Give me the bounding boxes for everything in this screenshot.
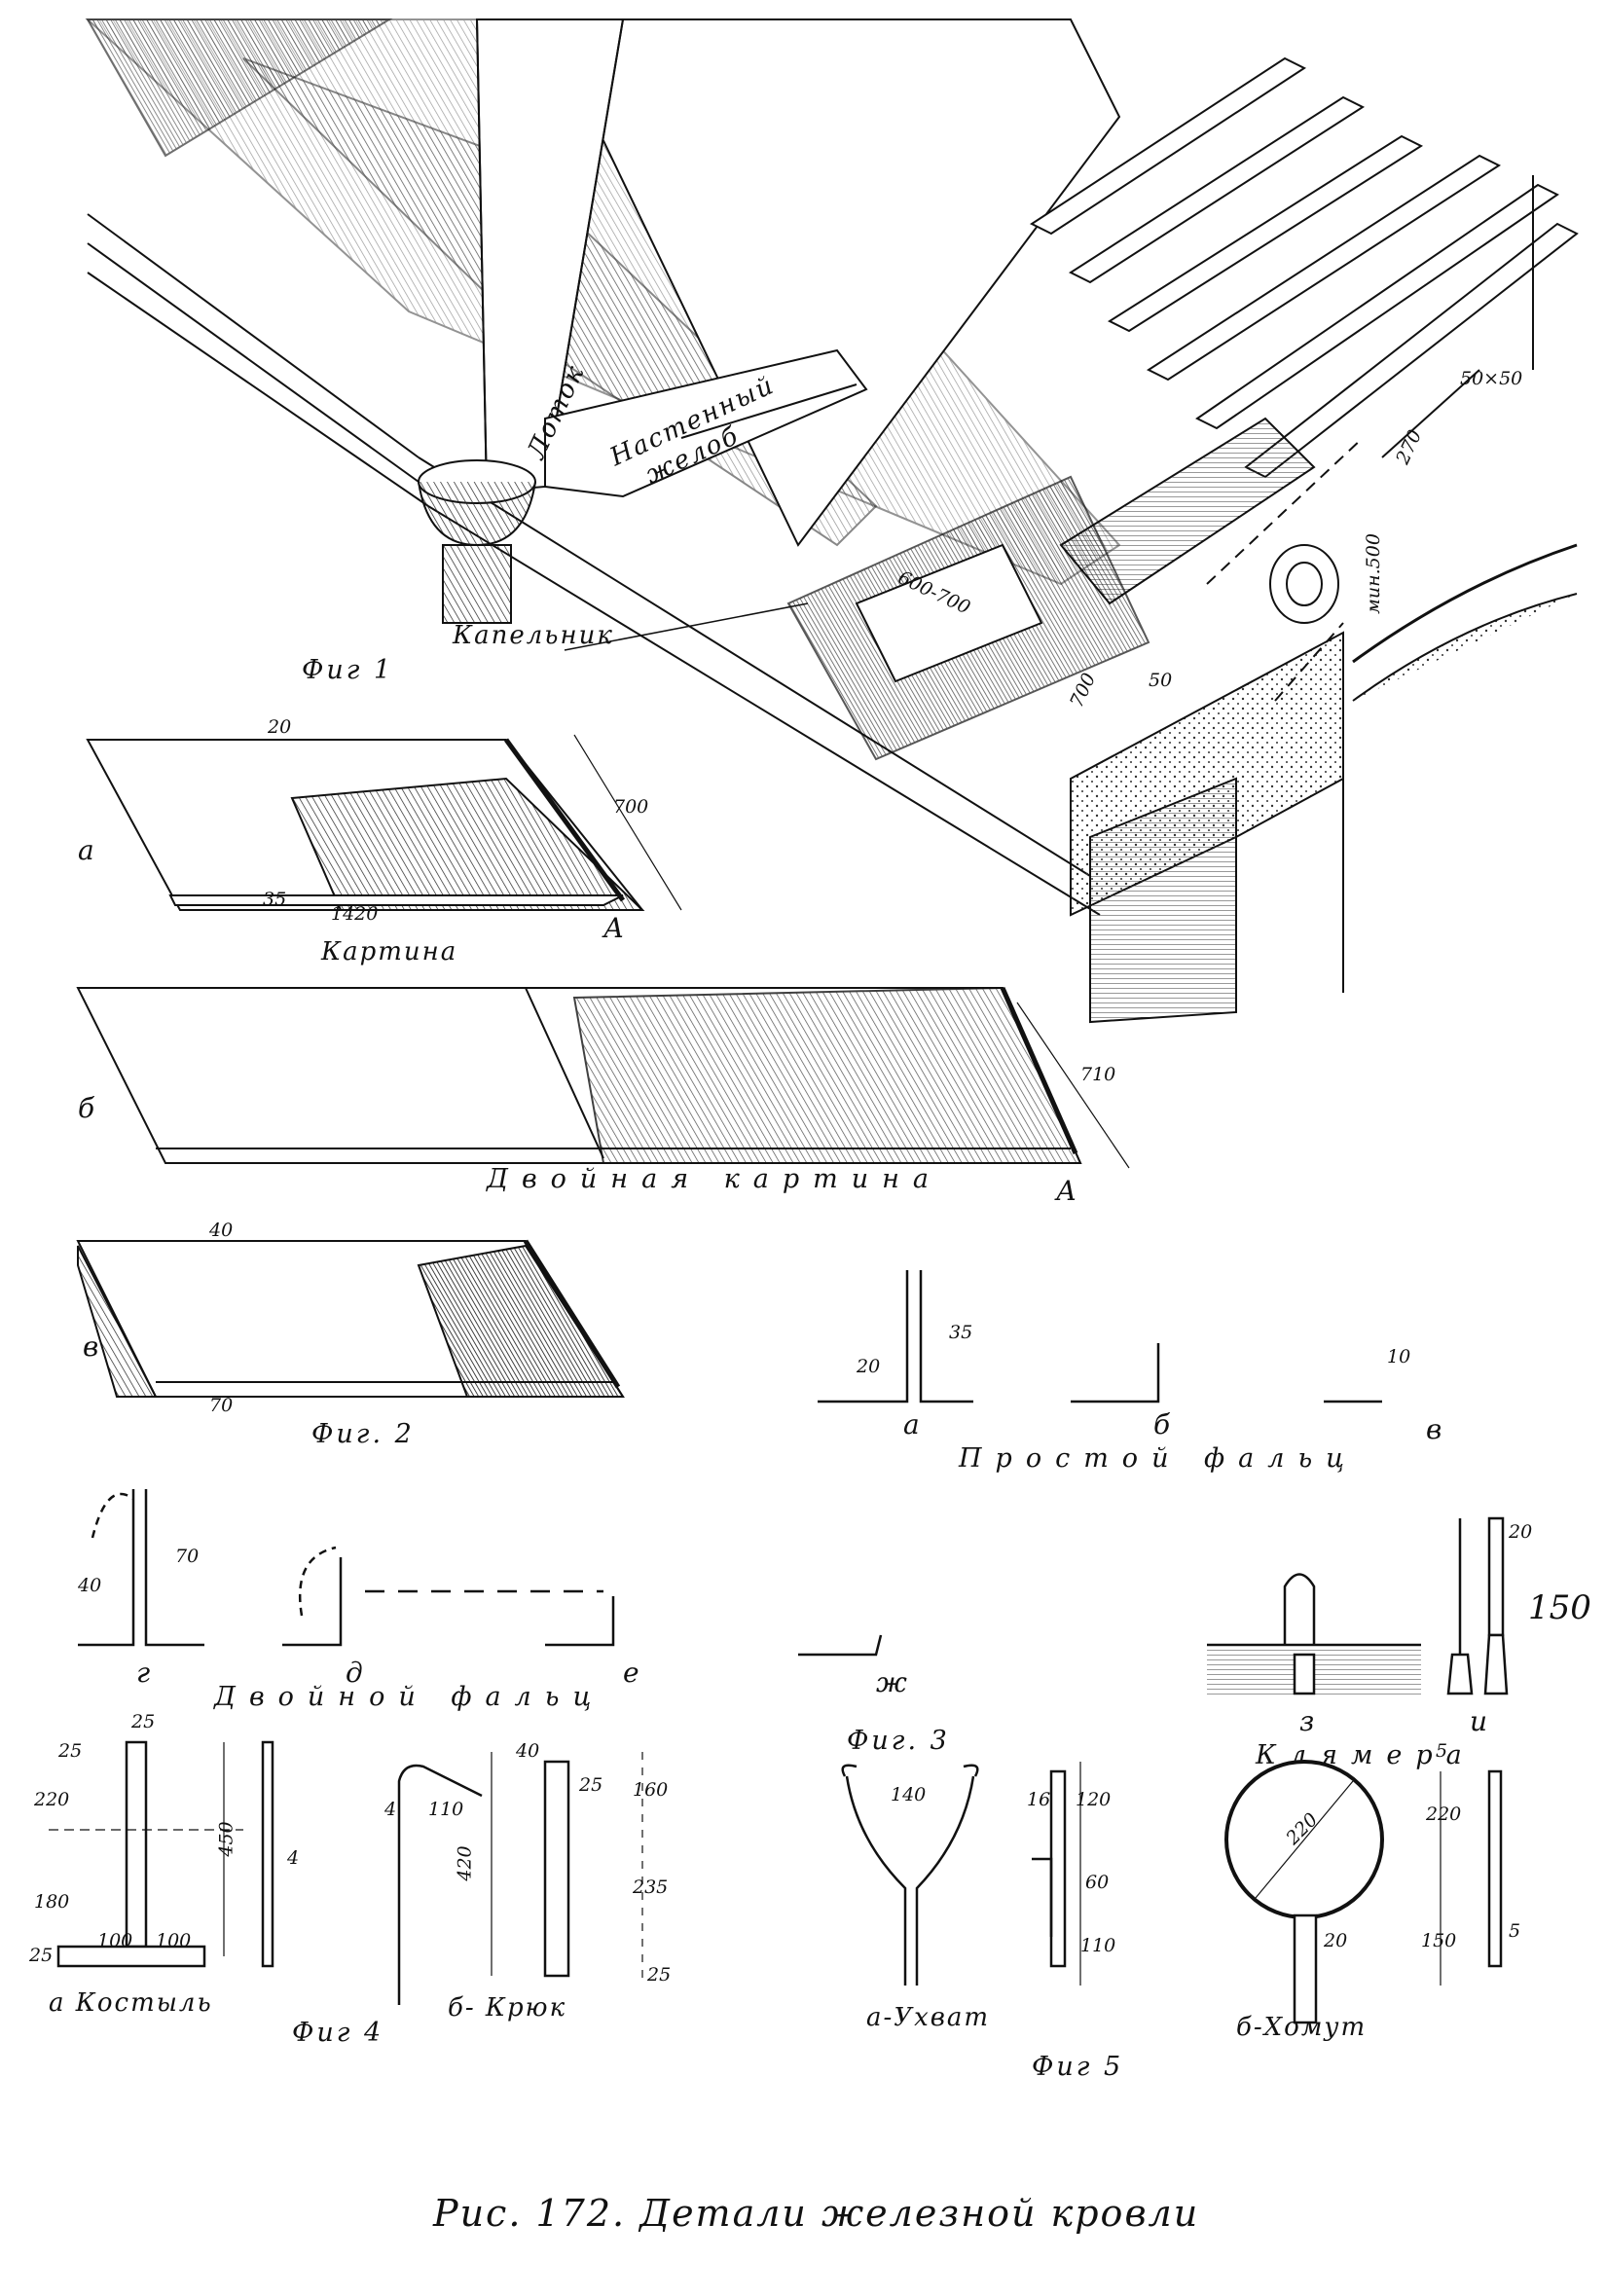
- fig1-dim-50x50: 50×50: [1460, 368, 1523, 389]
- fig2a-dim-side: 700: [613, 796, 649, 818]
- fig3d-letter: д: [346, 1657, 363, 1689]
- fig3g-letter: г: [136, 1657, 151, 1689]
- fig3c-dim-10: 10: [1387, 1346, 1411, 1367]
- fig2a-name: Картина: [321, 937, 458, 966]
- fig3g-dim-40: 40: [78, 1575, 102, 1596]
- fig1-title: Фиг 1: [302, 655, 394, 685]
- fig4b-dim-235: 235: [633, 1877, 669, 1898]
- fig3i-dim-150: 150: [1528, 1588, 1591, 1627]
- fig4b-dim-160: 160: [633, 1779, 669, 1801]
- fig5a-dim-16: 16: [1027, 1789, 1051, 1810]
- fig2b-dim-side: 710: [1080, 1064, 1116, 1085]
- fig2b-mark: А: [1056, 1175, 1077, 1207]
- fig5b-dim-5b: 5: [1509, 1920, 1521, 1942]
- fig3a-letter: а: [903, 1408, 920, 1440]
- fig4a-dim-450: 450: [215, 1821, 237, 1857]
- fig3c-letter: в: [1426, 1413, 1442, 1445]
- fig2c-dim-top: 40: [209, 1220, 234, 1241]
- fig2a-letter: а: [78, 834, 94, 866]
- fig3-simple-seam-title: Простой фальц: [959, 1443, 1358, 1474]
- fig4a-dim-4: 4: [287, 1847, 300, 1869]
- fig3-double-seam-title: Двойной фальц: [214, 1682, 605, 1712]
- fig3-seams: [78, 1270, 1509, 1698]
- fig4a-dim-25a: 25: [58, 1740, 83, 1762]
- fig4b-dim-25b: 25: [647, 1964, 672, 1986]
- fig4-crutch-hook: [49, 1740, 643, 2005]
- fig4b-dim-40: 40: [516, 1740, 540, 1762]
- fig3a-dim-20: 20: [857, 1356, 881, 1377]
- fig5b-dim-220b: 220: [1426, 1804, 1462, 1825]
- fig2b-letter: б: [78, 1092, 95, 1124]
- fig1-drip-label: Капельник: [453, 621, 614, 650]
- fig1-roof-drawing: [85, 18, 1579, 1024]
- figure-caption: Рис. 172. Детали железной кровли: [433, 2192, 1200, 2235]
- fig3i-dim-20: 20: [1509, 1521, 1533, 1543]
- fig2c-letter: в: [83, 1330, 99, 1363]
- fig3g-dim-70: 70: [175, 1546, 200, 1567]
- fig4a-dim-100b: 100: [156, 1930, 192, 1951]
- fig3-clamp-title: Клямера: [1256, 1740, 1476, 1770]
- fig3zh-letter: ж: [876, 1666, 907, 1698]
- fig5b-dim-150: 150: [1421, 1930, 1457, 1951]
- fig2a-dim-bottom: 35: [263, 889, 287, 910]
- fig5a-dim-110: 110: [1080, 1935, 1116, 1956]
- fig4-title: Фиг 4: [292, 2018, 384, 2048]
- fig2a-dim-length: 1420: [331, 903, 379, 925]
- fig4a-dim-100a: 100: [97, 1930, 133, 1951]
- fig5b-dim-20: 20: [1324, 1930, 1348, 1951]
- fig4b-name: б- Крюк: [448, 1993, 567, 2023]
- fig5-title: Фиг 5: [1032, 2052, 1124, 2082]
- fig5a-dim-120: 120: [1076, 1789, 1112, 1810]
- fig5a-dim-60: 60: [1085, 1872, 1110, 1893]
- fig4b-dim-420: 420: [454, 1845, 476, 1881]
- fig5-holder-clamp: [841, 1760, 1503, 2024]
- fig2c-dim-bottom: 70: [209, 1395, 234, 1416]
- fig4a-dim-25b: 25: [131, 1711, 156, 1732]
- fig5a-name: а-Ухват: [866, 2003, 991, 2032]
- fig2-sheets: [76, 734, 1130, 1398]
- fig2a-dim-top: 20: [268, 716, 292, 738]
- fig3-title: Фиг. 3: [847, 1726, 950, 1756]
- fig3z-letter: з: [1299, 1705, 1315, 1737]
- fig1-dim-min500: мин.500: [1362, 533, 1384, 614]
- fig4a-dim-220: 220: [34, 1789, 70, 1810]
- fig3i-letter: и: [1470, 1705, 1488, 1737]
- fig3a-dim-35: 35: [949, 1322, 973, 1343]
- fig1-dim-50: 50: [1149, 670, 1173, 691]
- fig4b-dim-110: 110: [428, 1799, 464, 1820]
- fig4a-name: а Костыль: [49, 1988, 213, 2018]
- fig4a-dim-180: 180: [34, 1891, 70, 1913]
- fig5a-dim-140: 140: [891, 1784, 927, 1805]
- fig5b-dim-5a: 5: [1436, 1740, 1448, 1762]
- fig3b-letter: б: [1153, 1408, 1171, 1440]
- fig2-title: Фиг. 2: [311, 1419, 415, 1449]
- fig3e-letter: е: [623, 1657, 639, 1689]
- fig4a-dim-25c: 25: [29, 1945, 54, 1966]
- fig4b-dim-25: 25: [579, 1774, 603, 1796]
- fig2b-name: Двойная картина: [487, 1164, 943, 1194]
- fig5b-name: б-Хомут: [1236, 2013, 1368, 2042]
- fig4b-dim-4: 4: [384, 1799, 397, 1820]
- fig2a-mark: А: [603, 912, 625, 944]
